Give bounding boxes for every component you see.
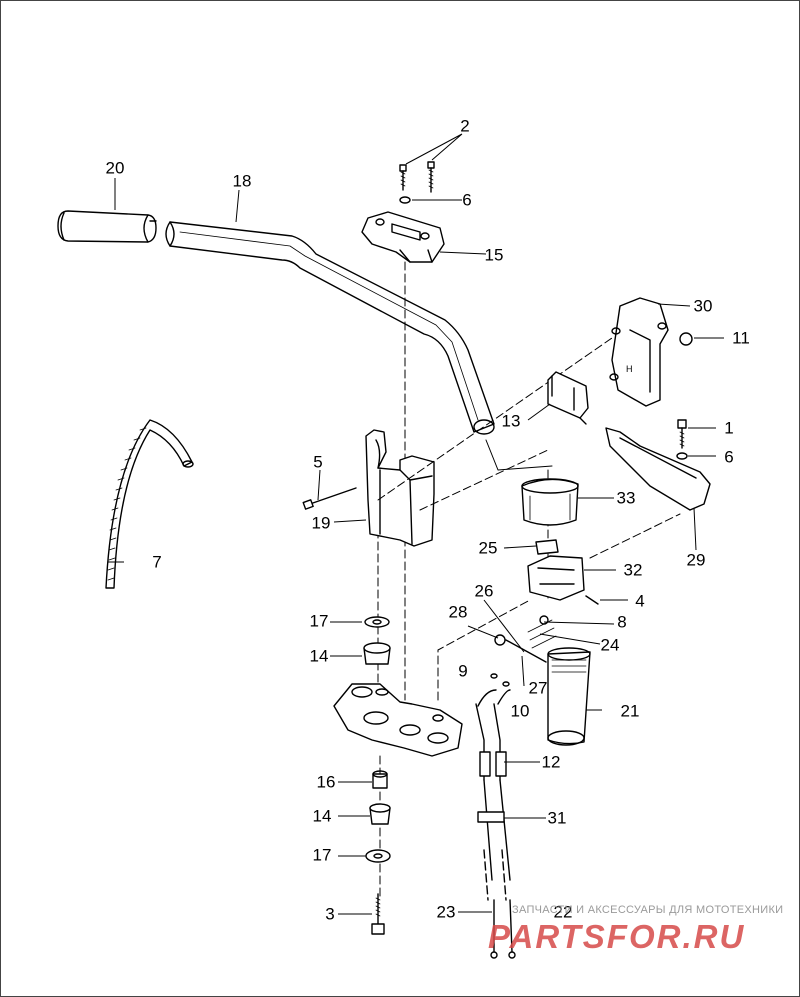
part-6-washer-lower [676,452,688,460]
watermark-logo: PARTSFOR.RU [488,918,746,955]
leader-lines [108,133,724,915]
part-32-throttle-housing [527,555,585,601]
part-7-wrap [105,419,194,589]
lower-triple-clamp [333,683,463,757]
watermark-tagline: ЗАПЧАСТИ И АКСЕССУАРЫ ДЛЯ МОТОТЕХНИКИ [512,904,784,916]
callout-4: 4 [635,591,645,611]
callout-22: 22 [553,902,573,922]
callout-9: 9 [458,661,468,681]
callout-23: 23 [436,902,456,922]
part-12-cable-ends [475,689,511,781]
callout-17-upper: 17 [309,611,329,631]
callout-6-lower: 6 [724,447,734,467]
callout-5: 5 [313,452,323,472]
part-2-bolts [399,161,435,193]
callout-12: 12 [541,752,561,772]
part-10-ring [502,681,510,687]
callout-8: 8 [617,612,627,632]
part-14-bushing-upper [363,642,391,665]
part-30-switch-housing: H [609,297,669,407]
callout-29: 29 [686,550,706,570]
callout-2: 2 [460,116,470,136]
callout-14-upper: 14 [309,646,329,666]
callout-13: 13 [501,411,521,431]
part-9-ring [490,673,498,679]
part-13-bracket [547,371,589,425]
part-11-plug [679,332,693,346]
part-21-throttle-grip [547,647,591,746]
callout-26: 26 [474,581,494,601]
callout-33: 33 [616,488,636,508]
guide-line-throttle [485,439,553,471]
guide-dashed-3 [589,513,681,559]
callout-24: 24 [600,635,620,655]
part-20-left-grip [57,210,157,243]
callout-31: 31 [547,808,567,828]
callout-19: 19 [311,513,331,533]
guide-dashed-1 [377,337,613,501]
part-25-clip [535,539,559,555]
callout-15: 15 [484,245,504,265]
callout-6-top: 6 [462,190,472,210]
svg-text:H: H [626,364,633,374]
callout-20: 20 [105,158,125,178]
callout-17-lower: 17 [312,845,332,865]
part-29-switch-housing-lower [605,427,711,511]
callout-21: 21 [620,701,640,721]
callout-10: 10 [510,701,530,721]
part-6-washer-top [399,196,411,204]
part-5-bolt [302,487,357,510]
part-33-throttle-sleeve [521,478,579,526]
callout-1: 1 [724,418,734,438]
part-19-riser [365,429,435,547]
part-16-spacer [372,770,388,789]
callout-14-lower: 14 [312,806,332,826]
callout-28: 28 [448,602,468,622]
part-15-upper-clamp [361,211,445,263]
callout-32: 32 [623,560,643,580]
callout-25: 25 [478,538,498,558]
callout-7: 7 [152,552,162,572]
callout-11: 11 [732,328,750,348]
callout-16: 16 [316,772,336,792]
part-23-22-cables [490,899,516,959]
part-1-screw [677,419,687,449]
part-3-bolt [371,893,385,935]
callout-3: 3 [325,904,335,924]
guide-dashed-5 [437,599,531,701]
callout-27: 27 [528,678,548,698]
part-14-bushing-lower [369,803,391,825]
part-31-cable-sleeves [477,779,511,901]
guide-dashed-2 [419,449,549,511]
part-17-bushing-upper [364,616,390,628]
callout-18: 18 [232,171,252,191]
part-4-screw [585,595,599,605]
part-18-handlebar [165,221,495,435]
part-17-washer-lower [365,849,391,863]
callout-30: 30 [693,296,713,316]
part-26-adjuster [494,615,557,663]
